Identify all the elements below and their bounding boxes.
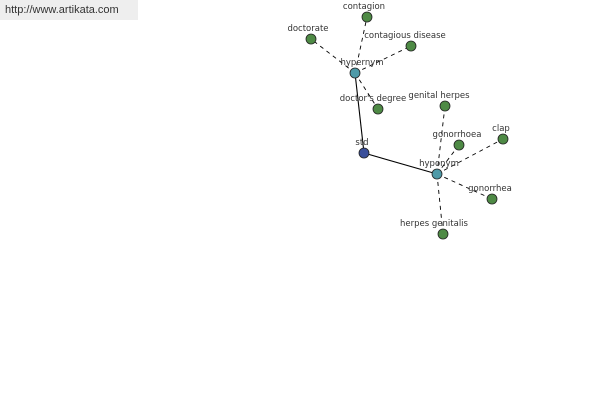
edge-hypernym-doctors-degree <box>354 72 379 110</box>
node-gonorrhoea[interactable] <box>453 139 465 151</box>
label-doctors-degree[interactable]: doctor's degree <box>340 94 407 104</box>
node-contagion[interactable] <box>361 11 373 23</box>
label-gonorrhoea[interactable]: gonorrhoea <box>433 130 482 140</box>
node-clap[interactable] <box>497 133 509 145</box>
edge-std-hyponym <box>363 152 438 175</box>
node-contagious-disease[interactable] <box>405 40 417 52</box>
node-hypernym[interactable] <box>349 67 361 79</box>
edge-hyponym-gonorrhea <box>436 173 493 200</box>
edge-hyponym-herpes-genitalis <box>436 173 444 235</box>
label-hyponym[interactable]: hyponym <box>419 159 459 169</box>
node-gonorrhea[interactable] <box>486 193 498 205</box>
node-genital-herpes[interactable] <box>439 100 451 112</box>
label-gonorrhea[interactable]: gonorrhea <box>468 184 512 194</box>
edge-hypernym-doctorate <box>310 38 356 74</box>
url-bar: http://www.artikata.com <box>0 0 138 20</box>
label-hypernym[interactable]: hypernym <box>340 58 383 68</box>
node-hyponym[interactable] <box>431 168 443 180</box>
label-contagious-disease[interactable]: contagious disease <box>364 31 446 41</box>
node-doctors-degree[interactable] <box>372 103 384 115</box>
label-doctorate[interactable]: doctorate <box>287 24 328 34</box>
graph-labels: contagion doctorate contagious disease doct… <box>287 2 511 229</box>
label-std[interactable]: std <box>355 138 368 148</box>
node-herpes-genitalis[interactable] <box>437 228 449 240</box>
edge-hyponym-genital-herpes <box>436 105 446 175</box>
label-clap[interactable]: clap <box>492 124 510 134</box>
edge-hypernym-contagious-disease <box>354 45 412 74</box>
edge-hypernym-contagion <box>354 16 368 74</box>
graph-edges <box>310 16 504 235</box>
site-url-link[interactable]: http://www.artikata.com <box>5 4 119 16</box>
label-herpes-genitalis[interactable]: herpes genitalis <box>400 219 469 229</box>
label-genital-herpes[interactable]: genital herpes <box>408 91 470 101</box>
edge-hyponym-gonorrhoea <box>436 144 460 175</box>
label-contagion[interactable]: contagion <box>343 2 385 12</box>
node-std[interactable] <box>358 147 370 159</box>
edge-std-hypernym <box>354 72 365 154</box>
node-doctorate[interactable] <box>305 33 317 45</box>
graph-nodes <box>305 11 509 240</box>
